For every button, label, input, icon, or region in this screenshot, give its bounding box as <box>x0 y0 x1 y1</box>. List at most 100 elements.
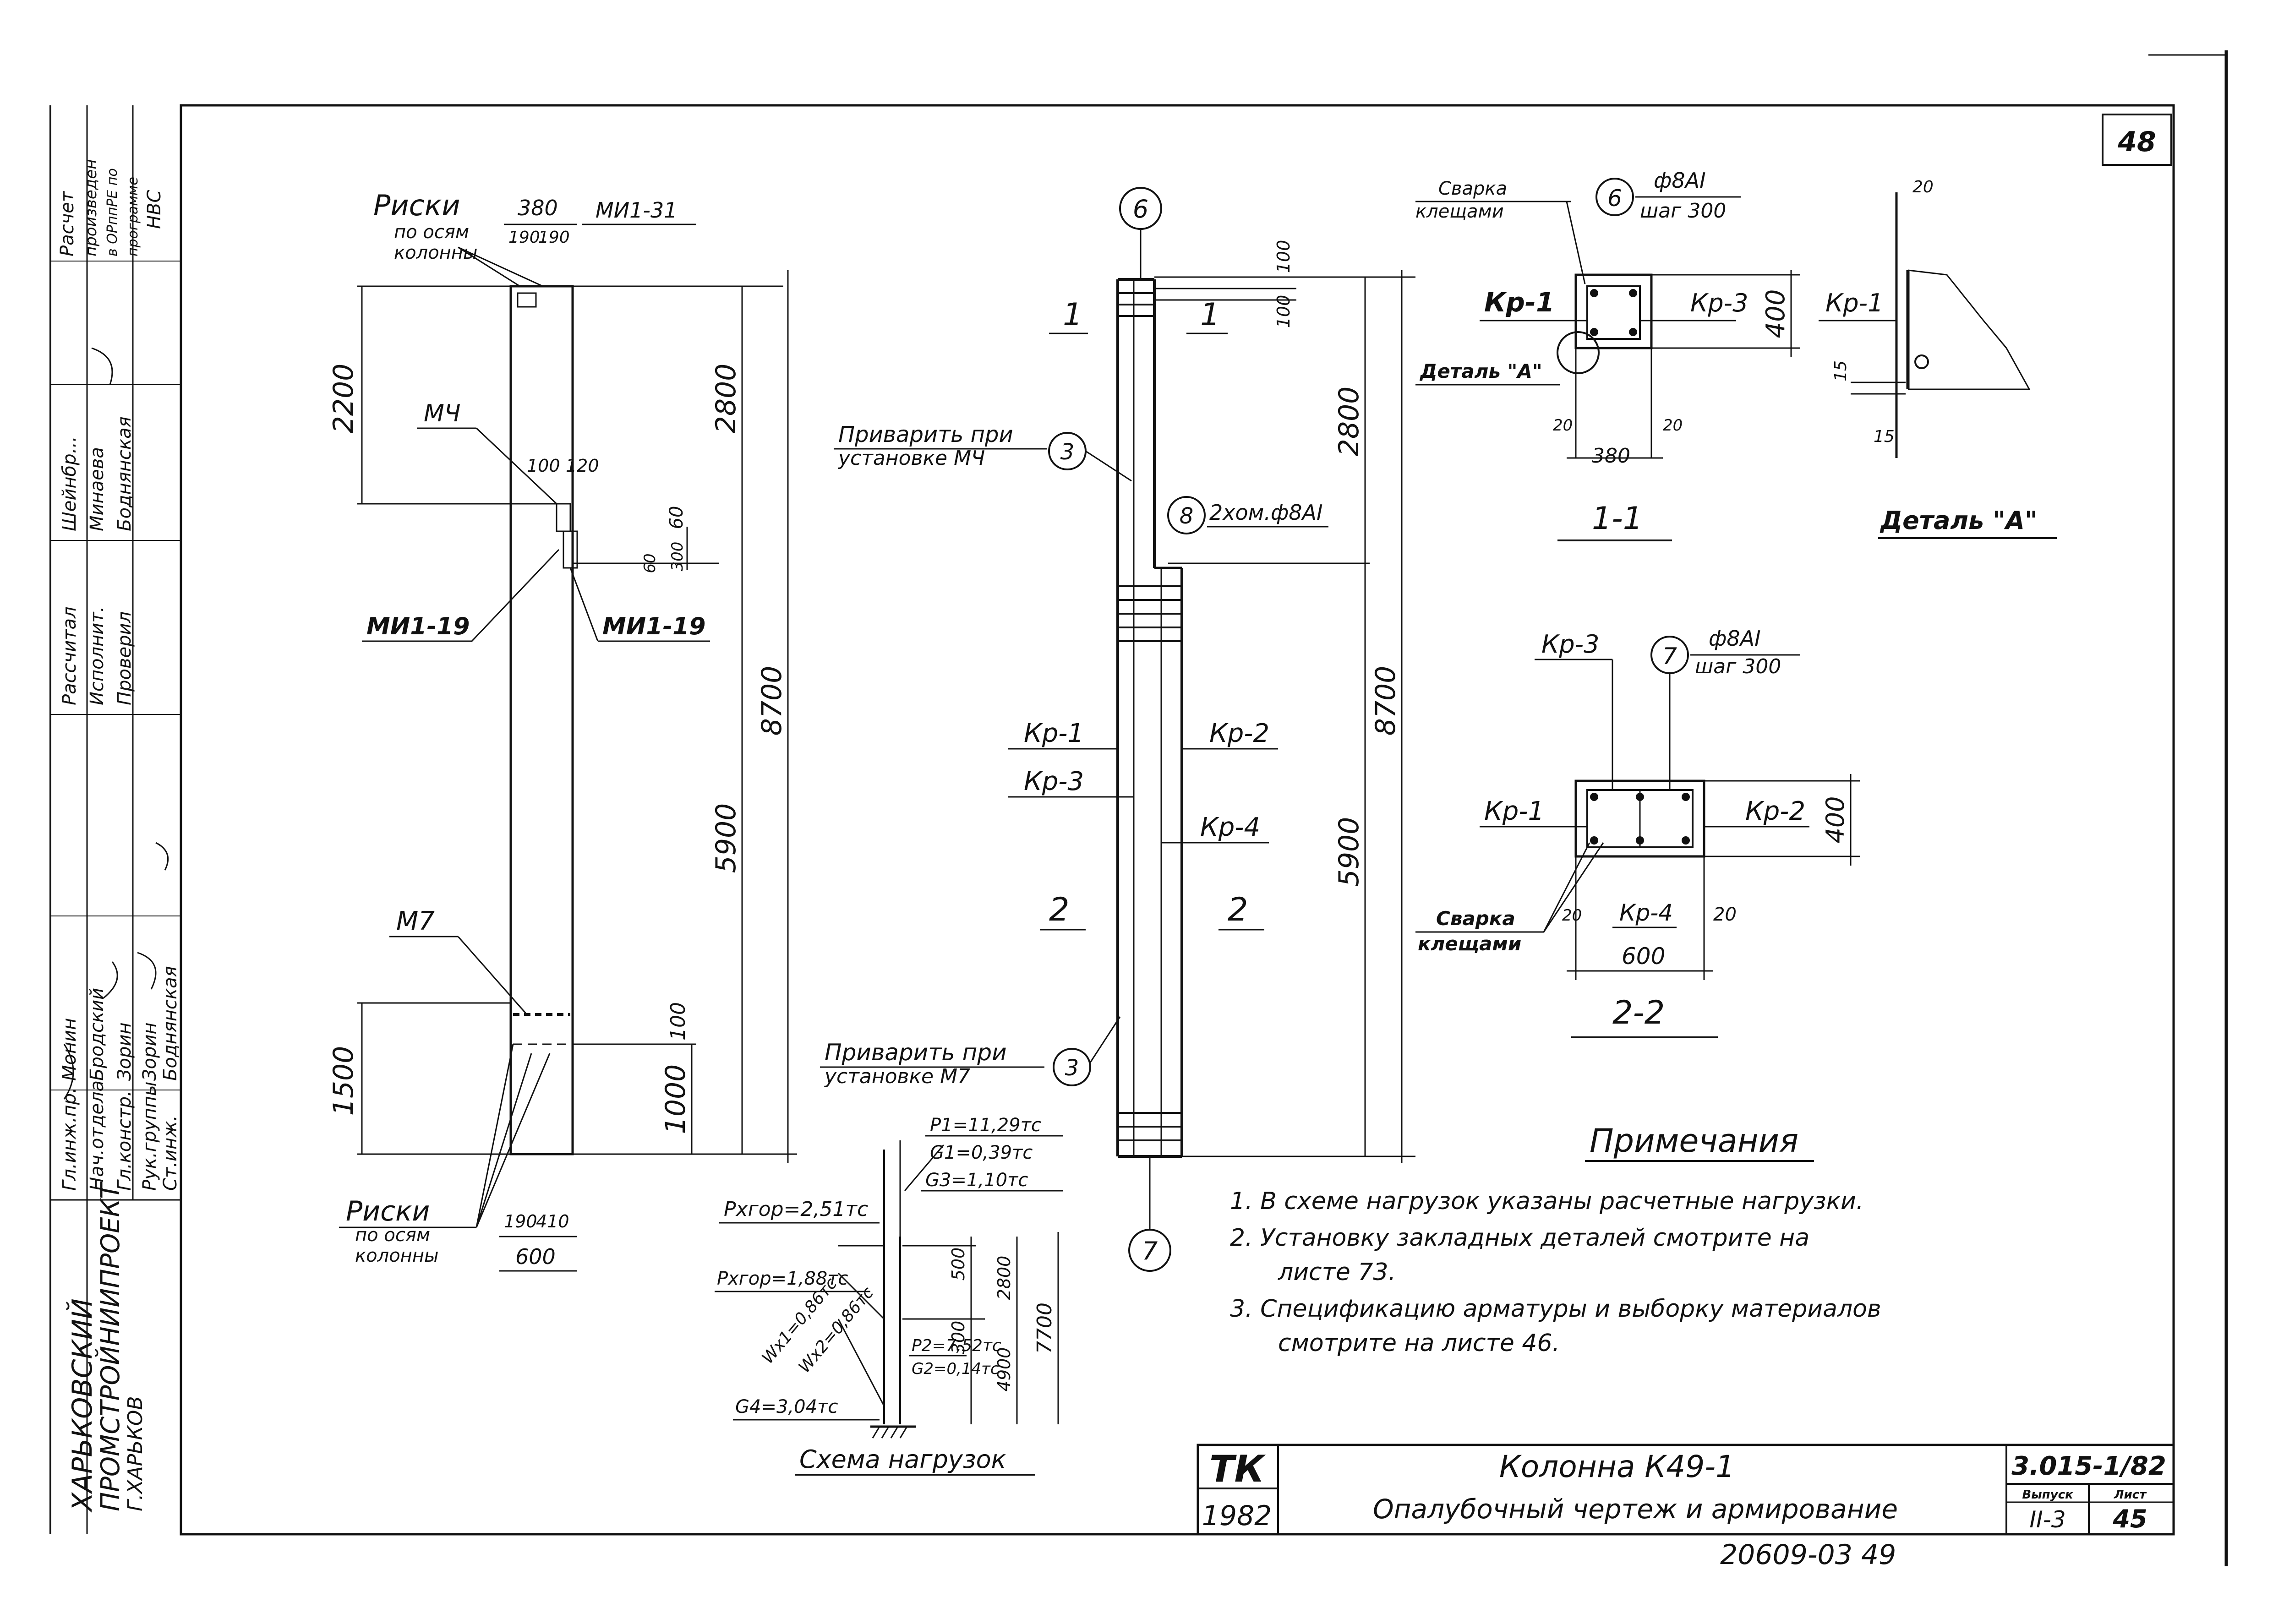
bottom-marks-sub1: по осям <box>355 1225 430 1246</box>
section-2-right: 2 <box>1228 891 1248 928</box>
dim-2200: 2200 <box>328 364 360 434</box>
dim-8700-r: 8700 <box>1370 666 1402 736</box>
staff-name-5: Шейнбр... <box>59 436 80 531</box>
dim-600: 600 <box>515 1244 556 1269</box>
calc-note-4: программе <box>125 177 141 256</box>
title-issue: II-3 <box>2029 1506 2065 1533</box>
dim-190b: 190 <box>538 228 570 247</box>
calc-note-2: произведен <box>82 159 100 256</box>
load-p2: P2=7,52тс <box>912 1336 1001 1355</box>
bottom-marks-sub2: колонны <box>355 1245 439 1266</box>
detail-a-title: Деталь "А" <box>1880 506 2038 535</box>
title-sheet-label: Лист <box>2114 1488 2147 1502</box>
section-1-1-dim-400: 400 <box>1761 289 1791 338</box>
detail-a-callout <box>1557 331 1600 374</box>
section-2-2-weld2: клещами <box>1418 932 1521 955</box>
label-m7: М7 <box>396 906 435 936</box>
leader-mi119-left <box>471 549 560 642</box>
clamp-note: 2хом.ф8АI <box>1209 500 1323 525</box>
section-2-2: Кр-3 7 ф8АI шаг 300 Кр-1 Кр-2 400 Кр-4 2… <box>1415 626 1860 1038</box>
label-mi119-right: МИ1-19 <box>602 613 705 640</box>
section-2-2-kp2: Кр-2 <box>1745 796 1805 826</box>
notes-title: Примечания <box>1590 1122 1798 1160</box>
bar-dot <box>1590 836 1598 845</box>
load-p1: P1=11,29тс <box>930 1115 1041 1136</box>
section-2-2-pos: 7 <box>1662 643 1677 670</box>
detail-a-dim-20: 20 <box>1912 178 1934 196</box>
bar-dot <box>1682 836 1690 845</box>
elevation-view: 2200 2800 8700 5900 1500 1000 100 60 60 … <box>328 189 797 1272</box>
load-dim-4900: 4900 <box>994 1347 1014 1392</box>
note-3b: смотрите на листе 46. <box>1278 1330 1560 1357</box>
detail-a-dim-15b: 15 <box>1874 427 1895 446</box>
section-2-2-bar: ф8АI <box>1709 626 1761 651</box>
position-3-top: 3 <box>1060 439 1075 465</box>
dim-8700: 8700 <box>756 666 788 736</box>
bar-dot <box>1629 289 1637 297</box>
position-6: 6 <box>1133 195 1148 223</box>
leader-weld <box>1566 201 1586 284</box>
section-1-1-bar: ф8АI <box>1654 168 1706 193</box>
kp1-label: Кр-1 <box>1024 719 1084 748</box>
load-g4: G4=3,04тс <box>735 1396 838 1417</box>
weld-bottom-1: Приварить при <box>825 1039 1007 1066</box>
stamp-number: 20609-03 49 <box>1720 1539 1896 1571</box>
signatures-icon <box>63 347 169 1100</box>
dim-1500: 1500 <box>328 1046 360 1116</box>
detail-a-bar <box>1914 354 1929 369</box>
section-2-2-kp4: Кр-4 <box>1619 899 1673 926</box>
section-2-2-weld: Сварка <box>1436 907 1515 930</box>
section-1-1-dim-20a: 20 <box>1553 416 1573 435</box>
load-dim-300: 300 <box>948 1321 968 1354</box>
section-2-2-dim-20a: 20 <box>1562 906 1582 925</box>
section-1-1-pos-circle <box>1595 178 1634 216</box>
title-issue-label: Выпуск <box>2022 1488 2074 1502</box>
title-block: ТК 1982 Колонна К49-1 Опалубочный чертеж… <box>1197 1444 2175 1536</box>
leader-3-top <box>1085 450 1132 482</box>
position-3-bottom-circle <box>1053 1048 1091 1086</box>
embed-mi131-top <box>517 292 537 308</box>
dim-380: 380 <box>518 196 558 220</box>
calc-note-5: НВС <box>144 190 165 229</box>
leader-bottom-3 <box>475 1053 551 1228</box>
section-1-left: 1 <box>1063 297 1082 333</box>
section-1-1-dim-380: 380 <box>1592 444 1630 468</box>
bar-dot <box>1590 289 1598 297</box>
title-subtitle: Опалубочный чертеж и армирование <box>1373 1493 1898 1525</box>
detail-a-dim-15a: 15 <box>1831 360 1850 381</box>
staff-name-3: Зорин <box>139 1022 160 1081</box>
detail-a-break <box>1907 269 2031 390</box>
dim-2800-r: 2800 <box>1333 387 1365 457</box>
dim-5900: 5900 <box>710 803 742 873</box>
load-scheme: P1=11,29тс G1=0,39тс G3=1,10тс Pxгор=2,5… <box>715 1115 1063 1476</box>
leader-top-marks <box>458 246 520 287</box>
section-2-left: 2 <box>1049 891 1070 928</box>
position-3-bottom: 3 <box>1065 1055 1079 1081</box>
staff-role-3: Рук.группы <box>139 1081 160 1191</box>
title-code: 3.015-1/82 <box>2011 1451 2166 1481</box>
dim-100c: 100 <box>1273 295 1294 328</box>
tk-logo: ТК <box>1209 1448 1266 1490</box>
load-trap-1 <box>837 1272 885 1320</box>
leader-m4 <box>475 427 557 505</box>
label-mi119-left: МИ1-19 <box>366 613 470 640</box>
sheet-number-box <box>2102 114 2172 166</box>
section-1-1: Сварка клещами 6 ф8АI шаг 300 Кр-1 Кр-3 … <box>1415 168 1800 541</box>
section-2-2-title: 2-2 <box>1612 994 1665 1031</box>
staff-name-6: Минаева <box>87 447 108 531</box>
staff-role-5: Рассчитал <box>59 606 80 705</box>
embed-m4 <box>556 503 571 532</box>
title-sheet: 45 <box>2112 1504 2147 1533</box>
bar-dot <box>1636 793 1644 801</box>
section-2-2-dim-400: 400 <box>1821 796 1850 843</box>
leader-bottom-1 <box>475 1044 514 1228</box>
dim-120: 120 <box>566 456 599 476</box>
title-block-frame <box>1197 1444 2175 1536</box>
sheet-frame <box>180 104 2175 1536</box>
section-1-1-kp3: Кр-3 <box>1690 289 1748 317</box>
section-1-1-title: 1-1 <box>1592 501 1643 537</box>
notes-block: Примечания 1. В схеме нагрузок указаны р… <box>1230 1122 1881 1357</box>
bar-dot <box>1590 793 1598 801</box>
load-g2: G2=0,14тс <box>912 1360 999 1378</box>
note-3a: 3. Спецификацию арматуры и выборку матер… <box>1230 1295 1881 1323</box>
